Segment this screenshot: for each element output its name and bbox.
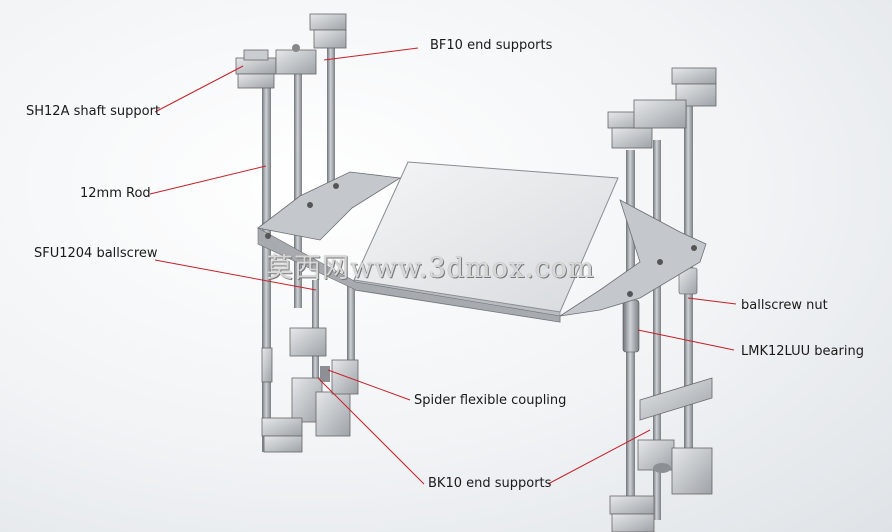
leader-spider [327, 369, 411, 401]
label-spider-flexible-coupling: Spider flexible coupling [414, 393, 567, 408]
leader-lmk12luu [637, 329, 735, 351]
label-12mm-rod: 12mm Rod [80, 186, 151, 201]
build-plate [353, 161, 619, 323]
label-sh12a-shaft-support: SH12A shaft support [26, 104, 161, 119]
watermark: 莫西网www.3dmox.com [266, 253, 595, 284]
leader-sfu1204 [154, 259, 317, 291]
left-lower-assembly [261, 327, 359, 453]
leader-bk10-a [317, 377, 425, 485]
right-lower-assembly [609, 377, 713, 532]
leader-lines [149, 47, 737, 485]
label-bk10-end-supports: BK10 end supports [428, 476, 552, 491]
leader-sh12a [154, 65, 244, 113]
sh12a-shaft-support-top [309, 13, 347, 49]
leader-bf10 [323, 47, 419, 61]
label-ballscrew-nut: ballscrew nut [741, 298, 828, 313]
label-bf10-end-supports: BF10 end supports [430, 38, 553, 53]
leader-ballscrew-nut [687, 297, 737, 305]
bf10-end-support-left [275, 44, 317, 75]
sh12a-shaft-support-left [235, 49, 277, 89]
lmk12luu-bearing [622, 299, 640, 353]
leader-bk10-b [547, 429, 651, 485]
carriage-frame [257, 171, 707, 323]
label-lmk12luu-bearing: LMK12LUU bearing [741, 344, 864, 359]
leader-12mm-rod [149, 165, 267, 195]
label-sfu1204-ballscrew: SFU1204 ballscrew [34, 246, 158, 261]
right-top-supports [607, 67, 717, 149]
